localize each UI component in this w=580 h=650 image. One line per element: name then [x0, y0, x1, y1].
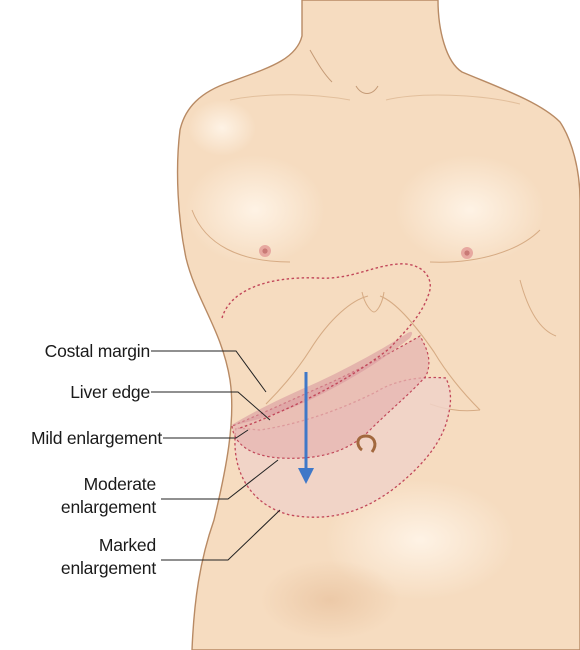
label-moderate-line2: enlargement	[61, 497, 156, 517]
label-moderate-line1: Moderate	[84, 474, 156, 494]
shoulder-highlight	[188, 100, 256, 156]
chest-left-highlight	[185, 155, 325, 265]
label-costal-margin: Costal margin	[45, 341, 150, 361]
label-mild-enlargement: Mild enlargement	[31, 428, 162, 448]
nipple-left-inner	[262, 248, 267, 253]
label-liver-edge: Liver edge	[70, 382, 150, 402]
lower-shadow	[260, 560, 400, 640]
label-marked-line2: enlargement	[61, 558, 156, 578]
nipple-right-inner	[464, 250, 469, 255]
label-marked-line1: Marked	[99, 535, 156, 555]
